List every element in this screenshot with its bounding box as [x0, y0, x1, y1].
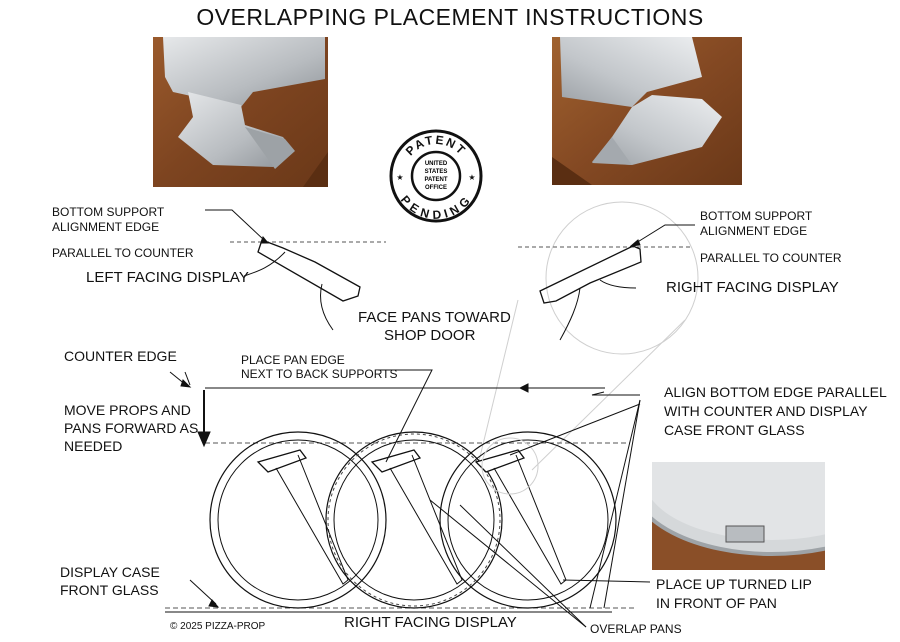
face-pans-line-2: SHOP DOOR [384, 327, 476, 344]
right-facing-label: RIGHT FACING DISPLAY [666, 279, 839, 296]
place-pan-edge-line-1: PLACE PAN EDGE [241, 353, 345, 367]
copyright-text: © 2025 PIZZA-PROP [170, 621, 266, 632]
stamp-center-line-2: STATES [425, 169, 448, 175]
left-prop-photo [153, 37, 328, 187]
left-support-label-2: ALIGNMENT EDGE [52, 220, 160, 234]
stamp-center-line-4: OFFICE [425, 185, 447, 191]
right-support-label-2: ALIGNMENT EDGE [700, 224, 808, 238]
align-bottom-line-3: CASE FRONT GLASS [664, 422, 805, 438]
stamp-center-line-3: PATENT [424, 177, 447, 183]
right-support-label-1: BOTTOM SUPPORT [700, 209, 813, 223]
left-support-label-1: BOTTOM SUPPORT [52, 205, 165, 219]
left-parallel-label: PARALLEL TO COUNTER [52, 246, 194, 260]
place-lip-line-2: IN FRONT OF PAN [656, 595, 777, 611]
face-pans-line-1: FACE PANS TOWARD [358, 309, 511, 326]
pan-lip-photo [652, 462, 825, 570]
align-bottom-line-2: WITH COUNTER AND DISPLAY [664, 403, 868, 419]
patent-stamp-icon: PATENT PENDING UNITED STATES PATENT OFFI… [389, 129, 483, 223]
move-props-line-1: MOVE PROPS AND [64, 402, 191, 418]
bottom-display-title: RIGHT FACING DISPLAY [344, 614, 517, 631]
display-case-line-1: DISPLAY CASE [60, 564, 160, 580]
place-pan-edge-line-2: NEXT TO BACK SUPPORTS [241, 367, 398, 381]
svg-text:★: ★ [468, 173, 475, 182]
place-lip-line-1: PLACE UP TURNED LIP [656, 576, 812, 592]
align-bottom-line-1: ALIGN BOTTOM EDGE PARALLEL [664, 384, 887, 400]
right-parallel-label: PARALLEL TO COUNTER [700, 251, 842, 265]
stamp-center-line-1: UNITED [425, 161, 448, 167]
move-props-line-3: NEEDED [64, 438, 123, 454]
left-facing-label: LEFT FACING DISPLAY [86, 269, 249, 286]
right-prop-photo [552, 37, 742, 185]
svg-text:★: ★ [396, 173, 403, 182]
move-props-line-2: PANS FORWARD AS [64, 420, 199, 436]
page-title: OVERLAPPING PLACEMENT INSTRUCTIONS [196, 4, 704, 30]
display-case-line-2: FRONT GLASS [60, 582, 159, 598]
counter-edge-label: COUNTER EDGE [64, 348, 177, 364]
overlap-pans-label: OVERLAP PANS [590, 622, 682, 636]
